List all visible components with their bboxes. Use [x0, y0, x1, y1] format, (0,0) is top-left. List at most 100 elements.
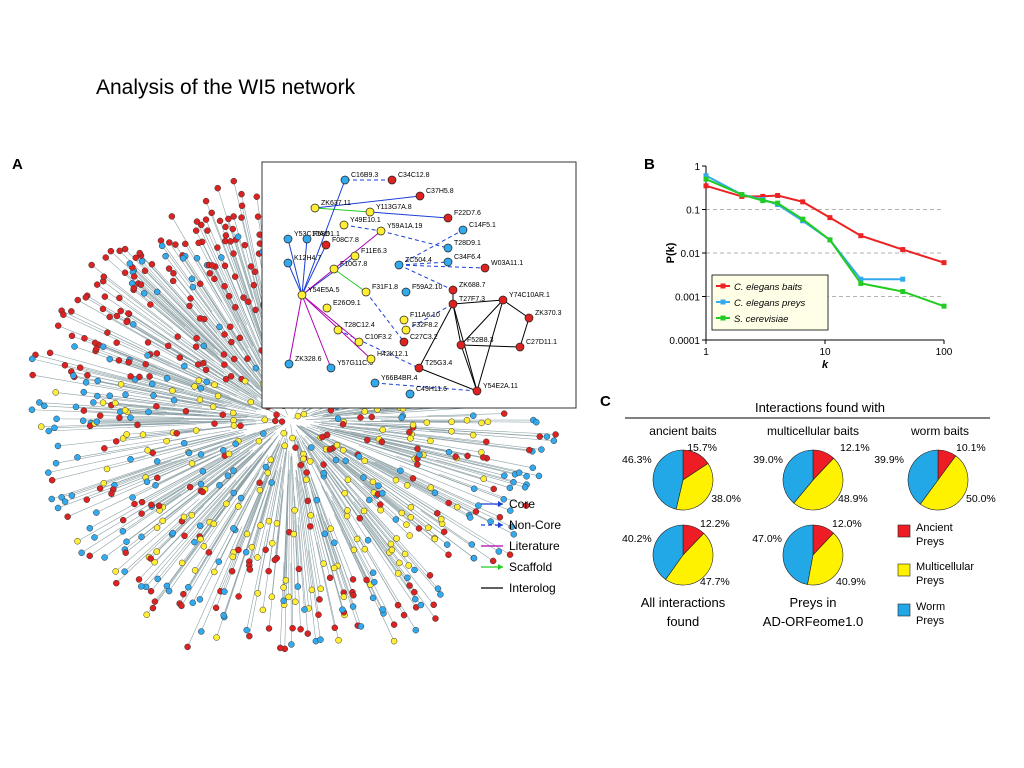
inset-node: [365, 207, 375, 217]
network-node: [164, 342, 172, 350]
network-node: [224, 472, 232, 479]
network-edge: [145, 448, 219, 478]
network-node: [195, 377, 203, 384]
network-node: [74, 537, 81, 545]
network-edge: [113, 459, 188, 490]
network-node: [426, 572, 434, 579]
network-node: [250, 281, 258, 289]
network-edge: [157, 453, 263, 580]
network-node: [480, 475, 487, 483]
inset-node: [443, 257, 453, 267]
inset-node: [310, 203, 320, 213]
network-edge: [334, 455, 411, 518]
network-node: [112, 568, 119, 575]
network-node: [510, 531, 518, 538]
network-edge: [115, 498, 200, 572]
network-edge: [306, 426, 328, 436]
network-node: [396, 559, 403, 567]
inset-node-label: E26O9.1: [333, 300, 361, 307]
network-node: [361, 545, 369, 553]
pie-percent-label: 40.2%: [622, 533, 652, 545]
network-edge: [365, 427, 410, 433]
network-edge: [130, 376, 247, 409]
network-edge: [320, 420, 344, 423]
network-edge: [305, 433, 379, 495]
network-edge: [140, 284, 207, 345]
pie-percent-label: 38.0%: [711, 493, 741, 505]
inset-edge: [343, 224, 382, 232]
network-edge: [130, 433, 236, 460]
network-edge: [119, 297, 225, 374]
y-tick-label: 0.0001: [669, 336, 700, 347]
network-edge: [77, 452, 233, 542]
network-edge: [31, 409, 165, 416]
network-node: [218, 254, 225, 261]
network-node: [405, 562, 412, 569]
network-edge: [291, 453, 301, 630]
inset-edge: [301, 294, 332, 369]
network-edge: [323, 429, 484, 480]
network-node: [470, 412, 477, 419]
network-node: [159, 517, 166, 525]
inset-node: [366, 354, 376, 364]
network-edge: [306, 445, 324, 474]
network-node: [256, 486, 264, 494]
series-point: [760, 198, 766, 204]
network-edge: [50, 352, 184, 391]
network-node: [409, 475, 417, 482]
pie-caption: AD-ORFeome1.0: [763, 614, 863, 629]
network-node: [180, 439, 188, 447]
inset-node-label: ZK370.3: [535, 310, 562, 317]
network-node: [304, 497, 312, 505]
network-node: [273, 520, 281, 527]
network-node: [552, 431, 559, 438]
network-node: [119, 435, 127, 442]
inset-edge: [301, 238, 308, 296]
network-node: [319, 433, 326, 441]
network-node: [130, 284, 138, 292]
network-edge: [265, 439, 281, 468]
network-node: [228, 567, 236, 575]
network-edge: [327, 429, 424, 456]
network-node: [74, 454, 81, 461]
series-point: [900, 289, 906, 295]
network-edge: [299, 425, 321, 438]
network-node: [406, 428, 413, 436]
column-ancient-baits: ancient baits: [649, 424, 716, 438]
network-node: [388, 546, 396, 554]
inset-node-label: C34F6.4: [454, 254, 481, 261]
panel-b-letter: B: [644, 156, 655, 173]
network-node: [245, 298, 252, 305]
network-edge: [232, 480, 265, 558]
network-edge: [147, 428, 247, 451]
inset-edge: [398, 264, 486, 269]
network-edge: [294, 520, 299, 587]
network-edge: [150, 505, 205, 559]
inset-edge: [287, 238, 303, 296]
series-point: [800, 199, 806, 205]
network-edge: [300, 448, 331, 529]
network-edge: [39, 402, 167, 412]
network-node: [178, 559, 186, 567]
network-node: [186, 483, 194, 491]
network-node: [72, 403, 80, 411]
inset-node: [340, 175, 350, 185]
network-edge: [220, 460, 274, 592]
network-edge: [290, 456, 293, 629]
network-node: [334, 415, 342, 422]
network-node: [390, 621, 398, 628]
network-node: [235, 503, 242, 510]
network-edge: [114, 432, 256, 486]
network-edge: [96, 420, 181, 422]
network-node: [371, 578, 378, 586]
column-worm-baits: worm baits: [910, 424, 969, 438]
network-edge: [124, 272, 186, 327]
network-node: [500, 496, 508, 503]
network-node: [180, 513, 188, 521]
network-node: [343, 512, 351, 520]
legend-arrowhead: [498, 564, 503, 570]
network-node: [538, 446, 545, 453]
network-edge: [228, 439, 255, 455]
network-node: [403, 482, 411, 489]
inset-node-label: Y49E10.1: [350, 217, 381, 224]
